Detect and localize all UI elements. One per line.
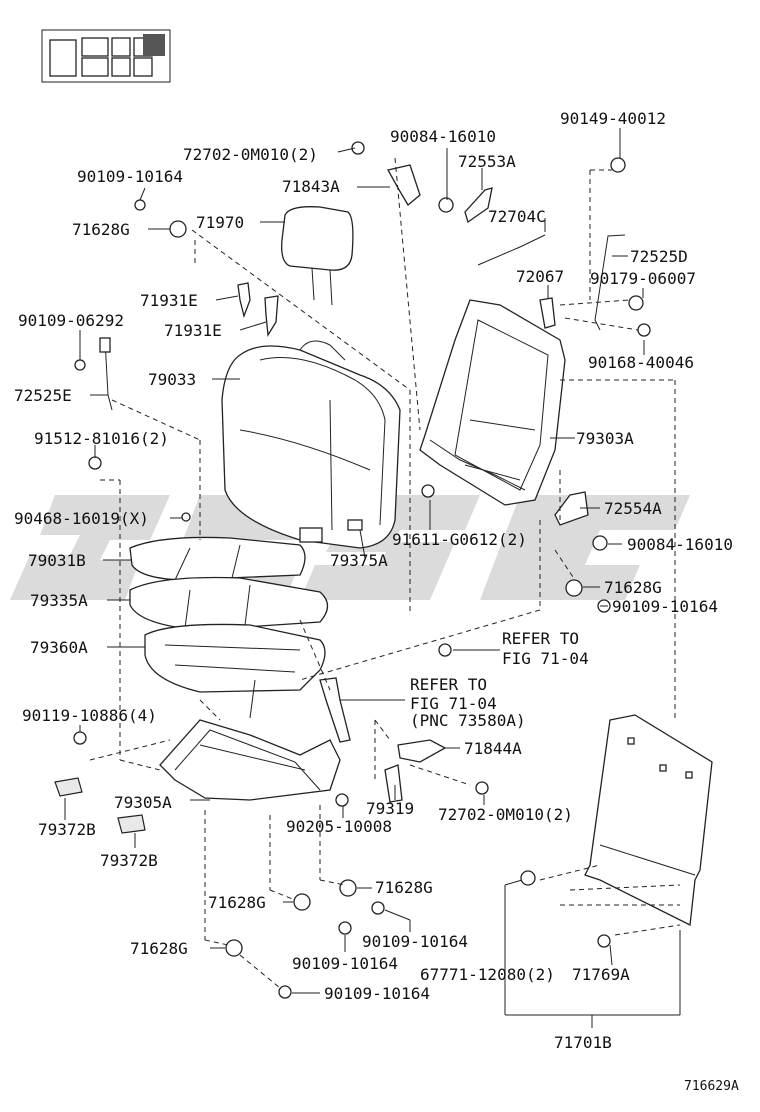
label-90109-10164-c: 90109-10164: [362, 932, 468, 951]
label-90179: 90179-06007: [590, 269, 696, 288]
label-71628g-d: 71628G: [208, 893, 266, 912]
latch-71931e: [237, 282, 279, 337]
label-79372b-a: 79372B: [38, 820, 96, 839]
label-71628g-b: 71628G: [604, 578, 662, 597]
label-72702-top: 72702-0M010(2): [183, 145, 318, 164]
label-79335a: 79335A: [30, 591, 88, 610]
label-79319: 79319: [366, 799, 414, 818]
pad-79372b: [54, 777, 146, 834]
label-90084-mid: 90084-16010: [627, 535, 733, 554]
label-71970: 71970: [196, 213, 244, 232]
label-67771: 67771-12080(2): [420, 965, 555, 984]
label-72525d: 72525D: [630, 247, 688, 266]
label-79360a: 79360A: [30, 638, 88, 657]
label-79372b-b: 79372B: [100, 851, 158, 870]
bracket-79319: [384, 764, 403, 803]
label-71843a: 71843A: [282, 177, 340, 196]
label-71931e-a: 71931E: [140, 291, 198, 310]
label-90084-top: 90084-16010: [390, 127, 496, 146]
label-91512: 91512-81016(2): [34, 429, 169, 448]
bracket-71843a: [387, 164, 421, 206]
label-71701b: 71701B: [554, 1033, 612, 1052]
label-71628g-a: 71628G: [72, 220, 130, 239]
bracket-72553a: [464, 187, 493, 224]
label-79031b: 79031B: [28, 551, 86, 570]
seatback-frame-79303a: [419, 299, 566, 506]
diagram-id: 716629A: [684, 1079, 739, 1094]
label-90109-10164-b: 90109-10164: [612, 597, 718, 616]
seat-cushion-79031b: [129, 536, 306, 581]
label-72067: 72067: [516, 267, 564, 286]
label-90109-10164-a: 90109-10164: [77, 167, 183, 186]
seat-frame-79305a: [159, 719, 341, 801]
label-71769a: 71769A: [572, 965, 630, 984]
label-72702-bot: 72702-0M010(2): [438, 805, 573, 824]
label-79303a: 79303A: [576, 429, 634, 448]
label-90109-06292: 90109-06292: [18, 311, 124, 330]
label-refer2-line1: REFER TO: [410, 675, 487, 694]
label-90168: 90168-40046: [588, 353, 694, 372]
rear-cover-71701b: [584, 714, 713, 926]
label-71628g-c: 71628G: [375, 878, 433, 897]
seat-cushion-pad-79335a: [129, 576, 329, 631]
leader-lines: [64, 128, 681, 1028]
headrest-71970: [281, 206, 354, 306]
label-90119: 90119-10886(4): [22, 706, 157, 725]
label-90468: 90468-16019(X): [14, 509, 149, 528]
label-72553a: 72553A: [458, 152, 516, 171]
label-90149: 90149-40012: [560, 109, 666, 128]
label-refer1-line1: REFER TO: [502, 629, 579, 648]
rod-72525d: [594, 234, 626, 331]
label-72525e: 72525E: [14, 386, 72, 405]
label-90109-10164-e: 90109-10164: [324, 984, 430, 1003]
cable-72704c: [477, 234, 546, 266]
label-refer2-line2: FIG 71-04: [410, 694, 497, 713]
label-refer1-line2: FIG 71-04: [502, 649, 589, 668]
label-71844a: 71844A: [464, 739, 522, 758]
label-91611: 91611-G0612(2): [392, 530, 527, 549]
seat-cushion-frame-79360a: [144, 623, 326, 719]
bracket-72067: [539, 297, 556, 329]
label-79305a: 79305A: [114, 793, 172, 812]
label-79033: 79033: [148, 370, 196, 389]
label-71931e-b: 71931E: [164, 321, 222, 340]
label-72704c: 72704C: [488, 207, 546, 226]
seatback-cushion-79033: [221, 340, 401, 549]
label-90205: 90205-10008: [286, 817, 392, 836]
belt-72525e: [99, 337, 113, 411]
label-71628g-e: 71628G: [130, 939, 188, 958]
label-72554a: 72554A: [604, 499, 662, 518]
bracket-71844a: [397, 739, 447, 763]
dashed-guides: [89, 157, 681, 989]
bracket-72554a: [554, 491, 589, 526]
label-90109-10164-d: 90109-10164: [292, 954, 398, 973]
buckle-refer: [319, 677, 351, 743]
label-79375a: 79375A: [330, 551, 388, 570]
label-refer2-line3: (PNC 73580A): [410, 711, 526, 730]
seat-map-icon: [41, 29, 171, 83]
part-labels: 72702-0M010(2) 90084-16010 90149-40012 7…: [14, 109, 739, 1094]
fastener-icons: [73, 141, 651, 999]
